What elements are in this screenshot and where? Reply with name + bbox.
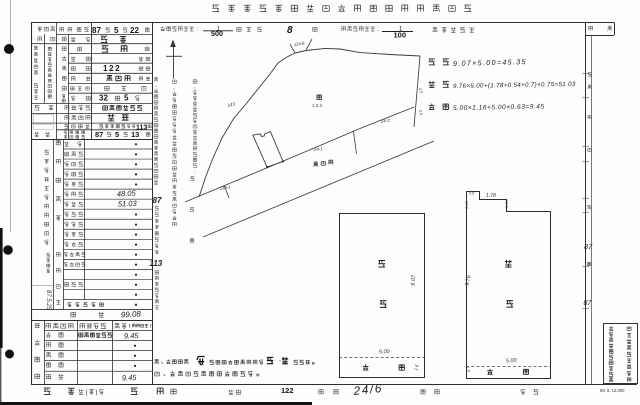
svg-text:9.76×5.00+(1.78+0.54+0.7)×0.75: 9.76×5.00+(1.78+0.54+0.7)×0.75=51.03 xyxy=(453,81,576,90)
svg-text:138-1: 138-1 xyxy=(219,184,230,191)
svg-text:22: 22 xyxy=(130,26,139,35)
svg-text:9.07×5.00=45.35: 9.07×5.00=45.35 xyxy=(453,57,527,68)
svg-text:9.07: 9.07 xyxy=(411,274,418,286)
svg-text:113: 113 xyxy=(150,259,163,268)
svg-text:100: 100 xyxy=(394,30,407,39)
svg-text:5.00: 5.00 xyxy=(379,349,391,356)
svg-text:32: 32 xyxy=(99,94,108,103)
svg-text:24/6: 24/6 xyxy=(352,381,384,398)
svg-text:): ) xyxy=(96,390,98,396)
svg-text:1.78: 1.78 xyxy=(486,193,496,199)
svg-text:87: 87 xyxy=(584,300,593,307)
svg-text:24-1: 24-1 xyxy=(313,146,324,152)
svg-text:48.05: 48.05 xyxy=(117,188,137,198)
svg-text:87.5.25: 87.5.25 xyxy=(45,290,51,311)
svg-text:122: 122 xyxy=(281,386,294,395)
svg-text:122: 122 xyxy=(103,64,121,73)
svg-text:124-8: 124-8 xyxy=(293,40,305,47)
svg-text:1: 1 xyxy=(399,26,403,32)
svg-text:0.56: 0.56 xyxy=(504,199,509,208)
svg-text:24-2: 24-2 xyxy=(379,118,390,124)
svg-text:2.6: 2.6 xyxy=(418,108,424,116)
svg-text:1.6: 1.6 xyxy=(413,363,420,371)
svg-text:5: 5 xyxy=(115,130,119,139)
svg-text:13: 13 xyxy=(131,130,139,139)
svg-text:9.45: 9.45 xyxy=(122,373,138,383)
svg-text:(: ( xyxy=(86,390,88,396)
svg-text:0.45: 0.45 xyxy=(464,200,469,209)
svg-text:5: 5 xyxy=(124,94,129,103)
svg-text:5.00: 5.00 xyxy=(506,358,518,365)
svg-text:99.08: 99.08 xyxy=(121,309,142,319)
svg-text:87: 87 xyxy=(153,196,162,205)
svg-text:113: 113 xyxy=(136,124,147,131)
svg-text:87: 87 xyxy=(92,26,101,35)
svg-text:5: 5 xyxy=(114,26,119,35)
svg-text:2.5: 2.5 xyxy=(418,86,424,94)
svg-text:87: 87 xyxy=(584,242,593,251)
svg-text:9.45: 9.45 xyxy=(124,331,140,341)
svg-text:87: 87 xyxy=(95,130,103,139)
svg-text:0.8: 0.8 xyxy=(469,192,475,196)
svg-text:1: 1 xyxy=(217,26,221,32)
svg-text:8: 8 xyxy=(287,25,293,36)
svg-text:9.76: 9.76 xyxy=(465,274,473,287)
svg-text:143: 143 xyxy=(227,101,236,108)
svg-text:69. 6. 12.000: 69. 6. 12.000 xyxy=(600,388,625,393)
svg-text:0.7: 0.7 xyxy=(466,366,471,372)
svg-text:5.00×1.16+5.00×0.63=9.45: 5.00×1.16+5.00×0.63=9.45 xyxy=(453,103,545,112)
svg-text:51.03: 51.03 xyxy=(118,199,138,209)
svg-text:500: 500 xyxy=(211,29,223,38)
svg-text:122: 122 xyxy=(312,103,323,109)
